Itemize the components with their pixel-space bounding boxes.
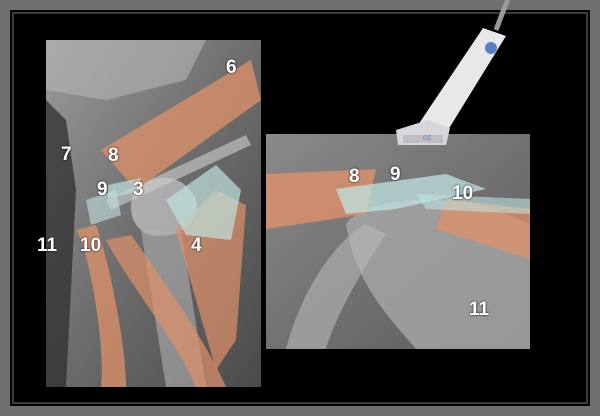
label-11-left: 11 [37, 236, 57, 255]
label-9-right: 9 [390, 165, 401, 184]
label-4: 4 [191, 236, 202, 255]
ultrasound-probe-icon: GE [388, 0, 528, 160]
left-xray-illustration [46, 40, 261, 387]
label-9-left: 9 [97, 180, 108, 199]
label-10-right: 10 [452, 184, 473, 203]
left-xray-panel [46, 40, 261, 387]
label-8-right: 8 [349, 167, 360, 186]
label-3: 3 [133, 180, 144, 199]
label-10-left: 10 [80, 236, 101, 255]
probe-brand: GE [423, 136, 432, 142]
label-11-right: 11 [469, 300, 489, 319]
label-7: 7 [61, 145, 72, 164]
label-8-left: 8 [108, 146, 119, 165]
label-6: 6 [226, 58, 237, 77]
